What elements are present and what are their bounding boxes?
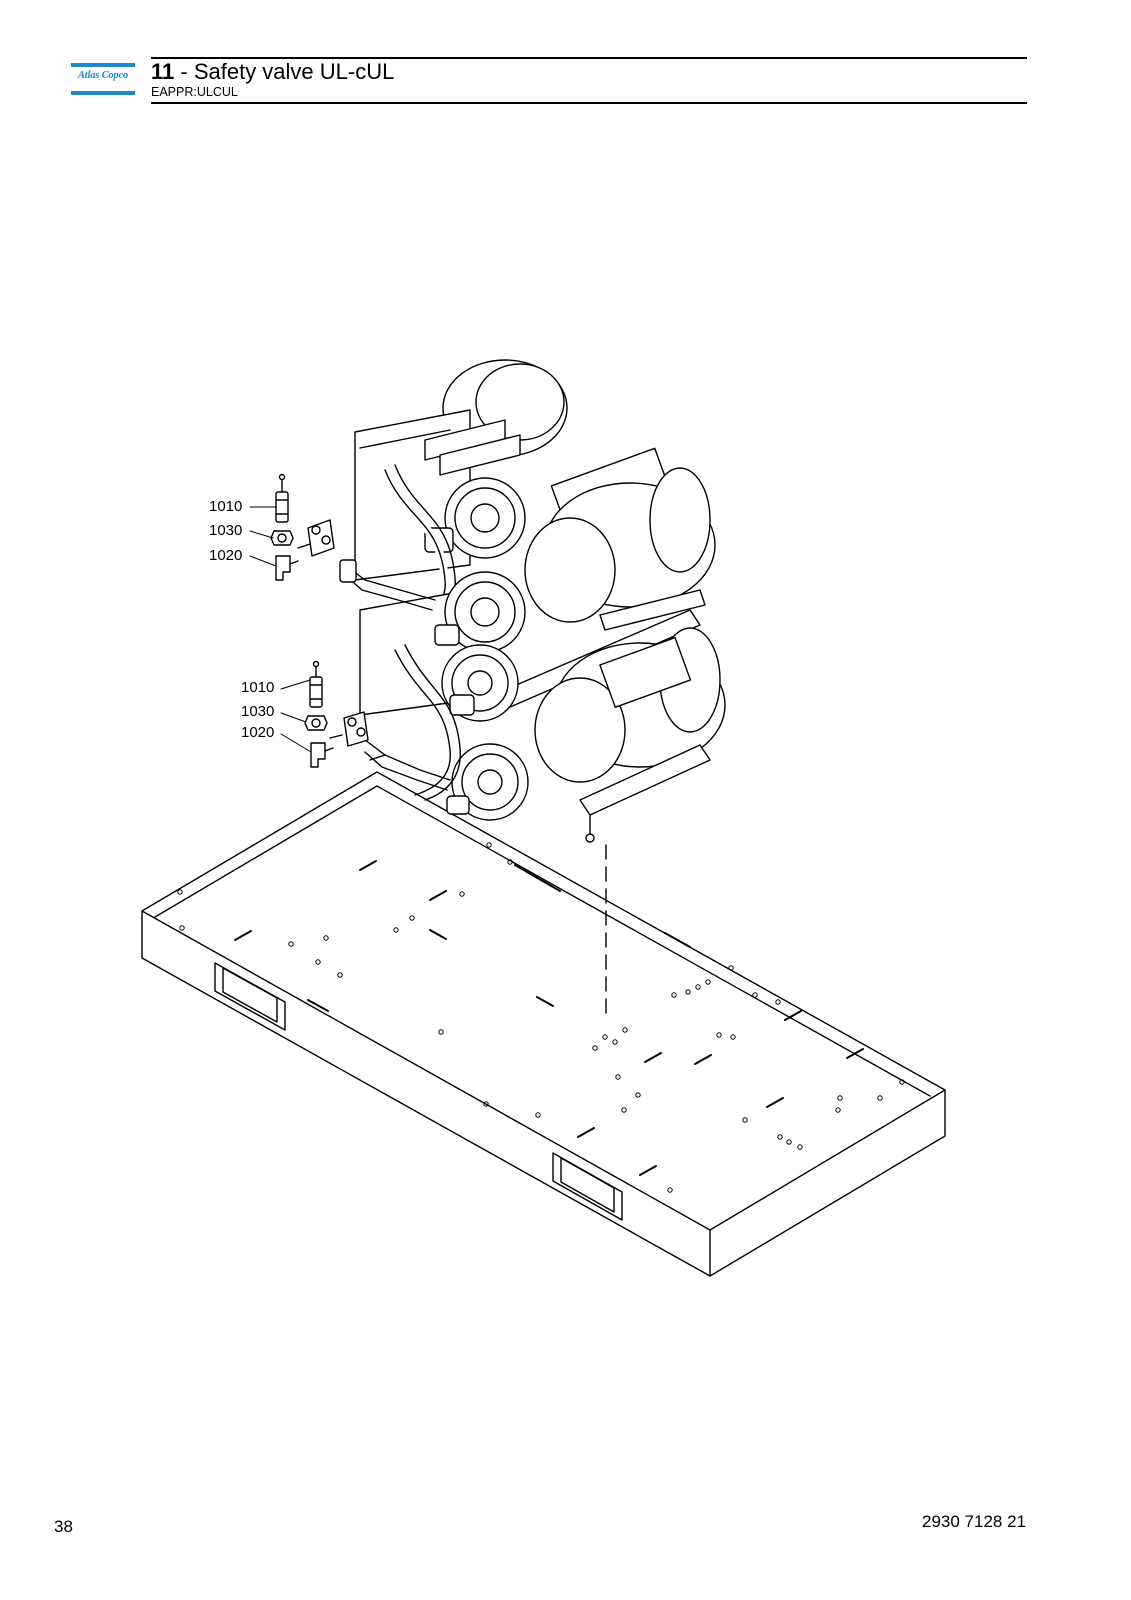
title-separator: - <box>174 59 194 84</box>
callout-lower-1020: 1020 <box>241 724 274 741</box>
lower-safety-valve-parts <box>304 660 369 768</box>
upper-pipe <box>339 559 436 611</box>
section-title: Safety valve UL-cUL <box>193 59 395 84</box>
callout-upper-1030: 1030 <box>209 522 242 539</box>
callout-upper-1020: 1020 <box>209 547 242 564</box>
page-number: 38 <box>54 1517 73 1536</box>
callout-upper-1010: 1010 <box>209 498 242 515</box>
lower-compressor-unit <box>359 571 726 843</box>
logo-bar-bottom <box>71 91 135 95</box>
logo-text: Atlas Copco <box>77 70 128 81</box>
base-pallet <box>141 771 946 1277</box>
header-rule-top <box>151 57 1027 59</box>
callout-lower-1010: 1010 <box>241 679 274 696</box>
pallet-holes <box>177 842 905 1193</box>
upper-safety-valve-parts <box>270 473 335 581</box>
header-rule-bottom <box>151 102 1027 104</box>
callout-leaders <box>249 506 312 753</box>
lower-pipe <box>364 739 451 791</box>
section-number: 11 <box>151 59 175 84</box>
logo-bar-top <box>71 63 135 67</box>
callout-lower-1030: 1030 <box>241 703 274 720</box>
page-title: 11 - Safety valve UL-cUL <box>151 59 394 85</box>
page-subtitle: EAPPR:ULCUL <box>151 85 238 99</box>
atlas-copco-logo: Atlas Copco <box>71 63 135 95</box>
document-number: 2930 7128 21 <box>922 1512 1026 1531</box>
